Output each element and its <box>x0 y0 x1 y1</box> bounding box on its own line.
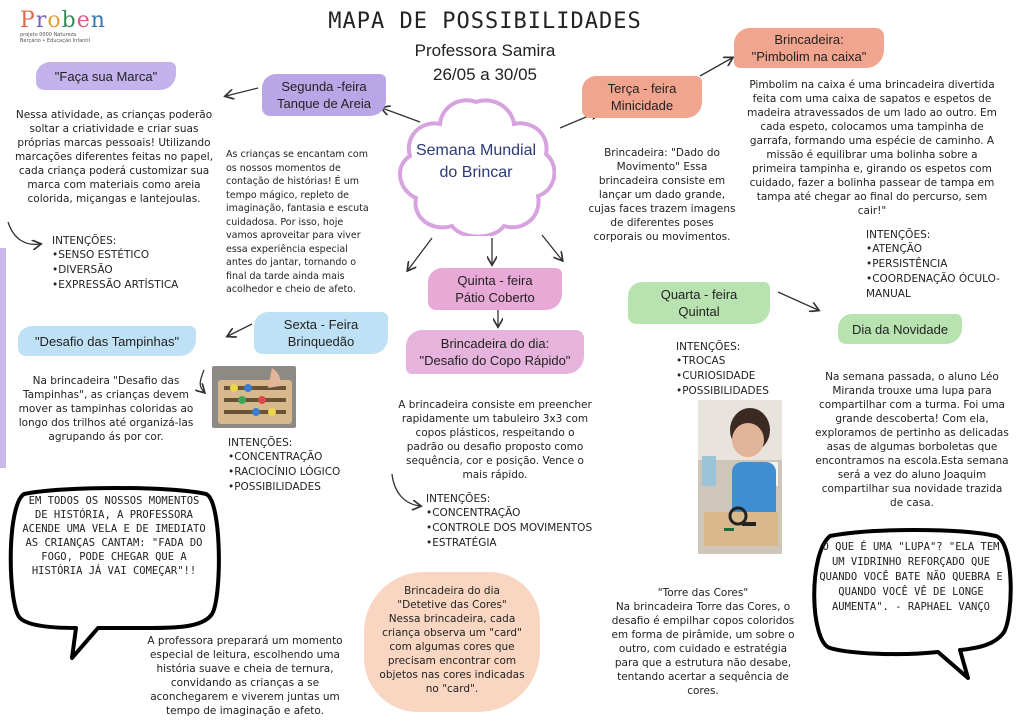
tuesday-intention-item: PERSISTÊNCIA <box>866 257 1016 272</box>
tower-box: "Torre das Cores" Na brincadeira Torre d… <box>608 586 798 698</box>
arrow-to-friday-photo <box>200 369 204 392</box>
thursday-intention-item: ESTRATÉGIA <box>426 536 606 551</box>
arrow-to-wednesday <box>541 234 562 260</box>
page-title: MAPA DE POSSIBILIDADES <box>328 9 642 34</box>
friday-label: Sexta - Feira Brinquedão <box>254 312 388 354</box>
thursday-day: Quinta - feira <box>457 273 533 288</box>
left-decorative-bar <box>0 248 6 468</box>
friday-intentions-title: INTENÇÕES: <box>228 437 293 449</box>
monday-place: Tanque de Areia <box>277 96 371 111</box>
monday-intention-item: EXPRESSÃO ARTÍSTICA <box>52 278 222 293</box>
monday-label: Segunda -feira Tanque de Areia <box>262 74 386 116</box>
arrow-to-tuesday-activity <box>699 58 732 77</box>
friday-intention-item: RACIOCÍNIO LÓGICO <box>228 465 398 480</box>
thursday-intentions: INTENÇÕES: CONCENTRAÇÃO CONTROLE DOS MOV… <box>426 492 606 551</box>
friday-place: Brinquedão <box>287 334 355 349</box>
friday-quote: EM TODOS OS NOSSOS MOMENTOS DE HISTÓRIA,… <box>22 495 206 577</box>
tuesday-game-text: Brincadeira: "Dado do Movimento" Essa br… <box>588 147 736 243</box>
detective-title-2: "Detetive das Cores" <box>397 599 507 611</box>
monday-story-text: As crianças se encantam com os nossos mo… <box>226 149 369 295</box>
wednesday-intentions: INTENÇÕES: TROCAS CURIOSIDADE POSSIBILID… <box>676 340 786 399</box>
tuesday-intentions: INTENÇÕES: ATENÇÃO PERSISTÊNCIA COORDENA… <box>866 228 1016 302</box>
thursday-activity-title: Brincadeira do dia: "Desafio do Copo Ráp… <box>406 330 584 374</box>
tuesday-intention-item: COORDENAÇÃO ÓCULO-MANUAL <box>866 272 1016 302</box>
arrow-to-friday <box>408 237 433 270</box>
wednesday-intention-item: POSSIBILIDADES <box>676 384 786 399</box>
thursday-intentions-title: INTENÇÕES: <box>426 493 491 505</box>
thursday-intention-item: CONCENTRAÇÃO <box>426 506 606 521</box>
tuesday-activity-title-2: "Pimbolim na caixa" <box>751 49 867 64</box>
detective-title-1: Brincadeira do dia <box>404 585 500 597</box>
wednesday-intention-item: TROCAS <box>676 354 786 369</box>
teacher-name: Professora Samira <box>414 41 556 60</box>
boy-with-magnifier-image <box>698 400 782 554</box>
monday-intentions-title: INTENÇÕES: <box>52 235 117 247</box>
thursday-activity-title-2: "Desafio do Copo Rápido" <box>419 353 571 368</box>
tuesday-day: Terça - feira <box>607 81 677 96</box>
friday-reading-text: A professora preparará um momento especi… <box>147 635 343 717</box>
arrow-to-friday-activity <box>228 323 253 336</box>
tuesday-intentions-title: INTENÇÕES: <box>866 229 931 241</box>
wednesday-day: Quarta - feira <box>660 287 738 302</box>
monday-activity-text: Nessa atividade, as crianças poderão sol… <box>14 109 214 205</box>
logo-tagline-1: projeto 0000 Natureza <box>20 32 77 38</box>
friday-speech-bubble <box>8 486 221 660</box>
friday-photo <box>212 366 296 428</box>
caps-game-image <box>212 366 296 428</box>
thursday-activity-text: A brincadeira consiste em preencher rapi… <box>398 399 592 481</box>
tuesday-activity-title-1: Brincadeira: <box>774 32 844 47</box>
tower-title: "Torre das Cores" <box>657 587 749 599</box>
center-label: Semana Mundial do Brincar <box>415 142 537 181</box>
wednesday-place: Quintal <box>678 304 720 319</box>
school-logo: Proben projeto 0000 Natureza Berçário • … <box>20 10 110 46</box>
news-text: Na semana passada, o aluno Léo Miranda t… <box>815 371 1009 509</box>
friday-activity-title: "Desafio das Tampinhas" <box>18 326 196 356</box>
detective-box: Brincadeira do dia "Detetive das Cores" … <box>378 584 526 696</box>
friday-activity-text: Na brincadeira "Desafio das Tampinhas", … <box>18 375 194 443</box>
friday-intention-item: POSSIBILIDADES <box>228 480 398 495</box>
monday-intention-item: SENSO ESTÉTICO <box>52 248 222 263</box>
detective-blob <box>364 572 540 712</box>
tuesday-activity-text: Pimbolim na caixa é uma brincadeira dive… <box>747 79 997 217</box>
thursday-activity-title-1: Brincadeira do dia: <box>440 336 550 351</box>
friday-day: Sexta - Feira <box>283 317 359 332</box>
tuesday-activity-title: Brincadeira: "Pimbolim na caixa" <box>734 28 884 68</box>
tower-text: Na brincadeira Torre das Cores, o desafi… <box>611 601 795 697</box>
detective-text: Nessa brincadeira, cada criança observa … <box>379 613 525 695</box>
wednesday-speech-bubble <box>812 528 1013 680</box>
tuesday-intention-item: ATENÇÃO <box>866 242 1016 257</box>
thursday-label: Quinta - feira Pátio Coberto <box>428 268 562 310</box>
wednesday-label: Quarta - feira Quintal <box>628 282 770 324</box>
wednesday-intention-item: CURIOSIDADE <box>676 369 786 384</box>
week-dates: 26/05 a 30/05 <box>433 65 537 84</box>
center-flower: Semana Mundial do Brincar <box>396 94 557 239</box>
monday-intentions: INTENÇÕES: SENSO ESTÉTICO DIVERSÃO EXPRE… <box>52 234 222 293</box>
arrow-to-monday-intentions <box>7 221 40 244</box>
tuesday-place: Minicidade <box>610 98 674 113</box>
monday-intention-item: DIVERSÃO <box>52 263 222 278</box>
news-title: Dia da Novidade <box>838 314 962 344</box>
wednesday-quote: O QUE É UMA "LUPA"? "ELA TEM UM VIDRINHO… <box>819 541 1003 613</box>
friday-intention-item: CONCENTRAÇÃO <box>228 450 398 465</box>
arrow-to-monday-activity <box>226 87 259 96</box>
monday-activity-title: "Faça sua Marca" <box>36 62 176 90</box>
wednesday-photo <box>698 400 782 554</box>
wednesday-intentions-title: INTENÇÕES: <box>676 341 741 353</box>
arrow-to-news <box>777 291 818 310</box>
monday-day: Segunda -feira <box>281 79 367 94</box>
thursday-intention-item: CONTROLE DOS MOVIMENTOS <box>426 521 606 536</box>
thursday-place: Pátio Coberto <box>455 290 535 305</box>
friday-intentions: INTENÇÕES: CONCENTRAÇÃO RACIOCÍNIO LÓGIC… <box>228 436 398 495</box>
tuesday-label: Terça - feira Minicidade <box>582 76 702 118</box>
logo-tagline-2: Berçário • Educação Infantil <box>20 38 91 44</box>
